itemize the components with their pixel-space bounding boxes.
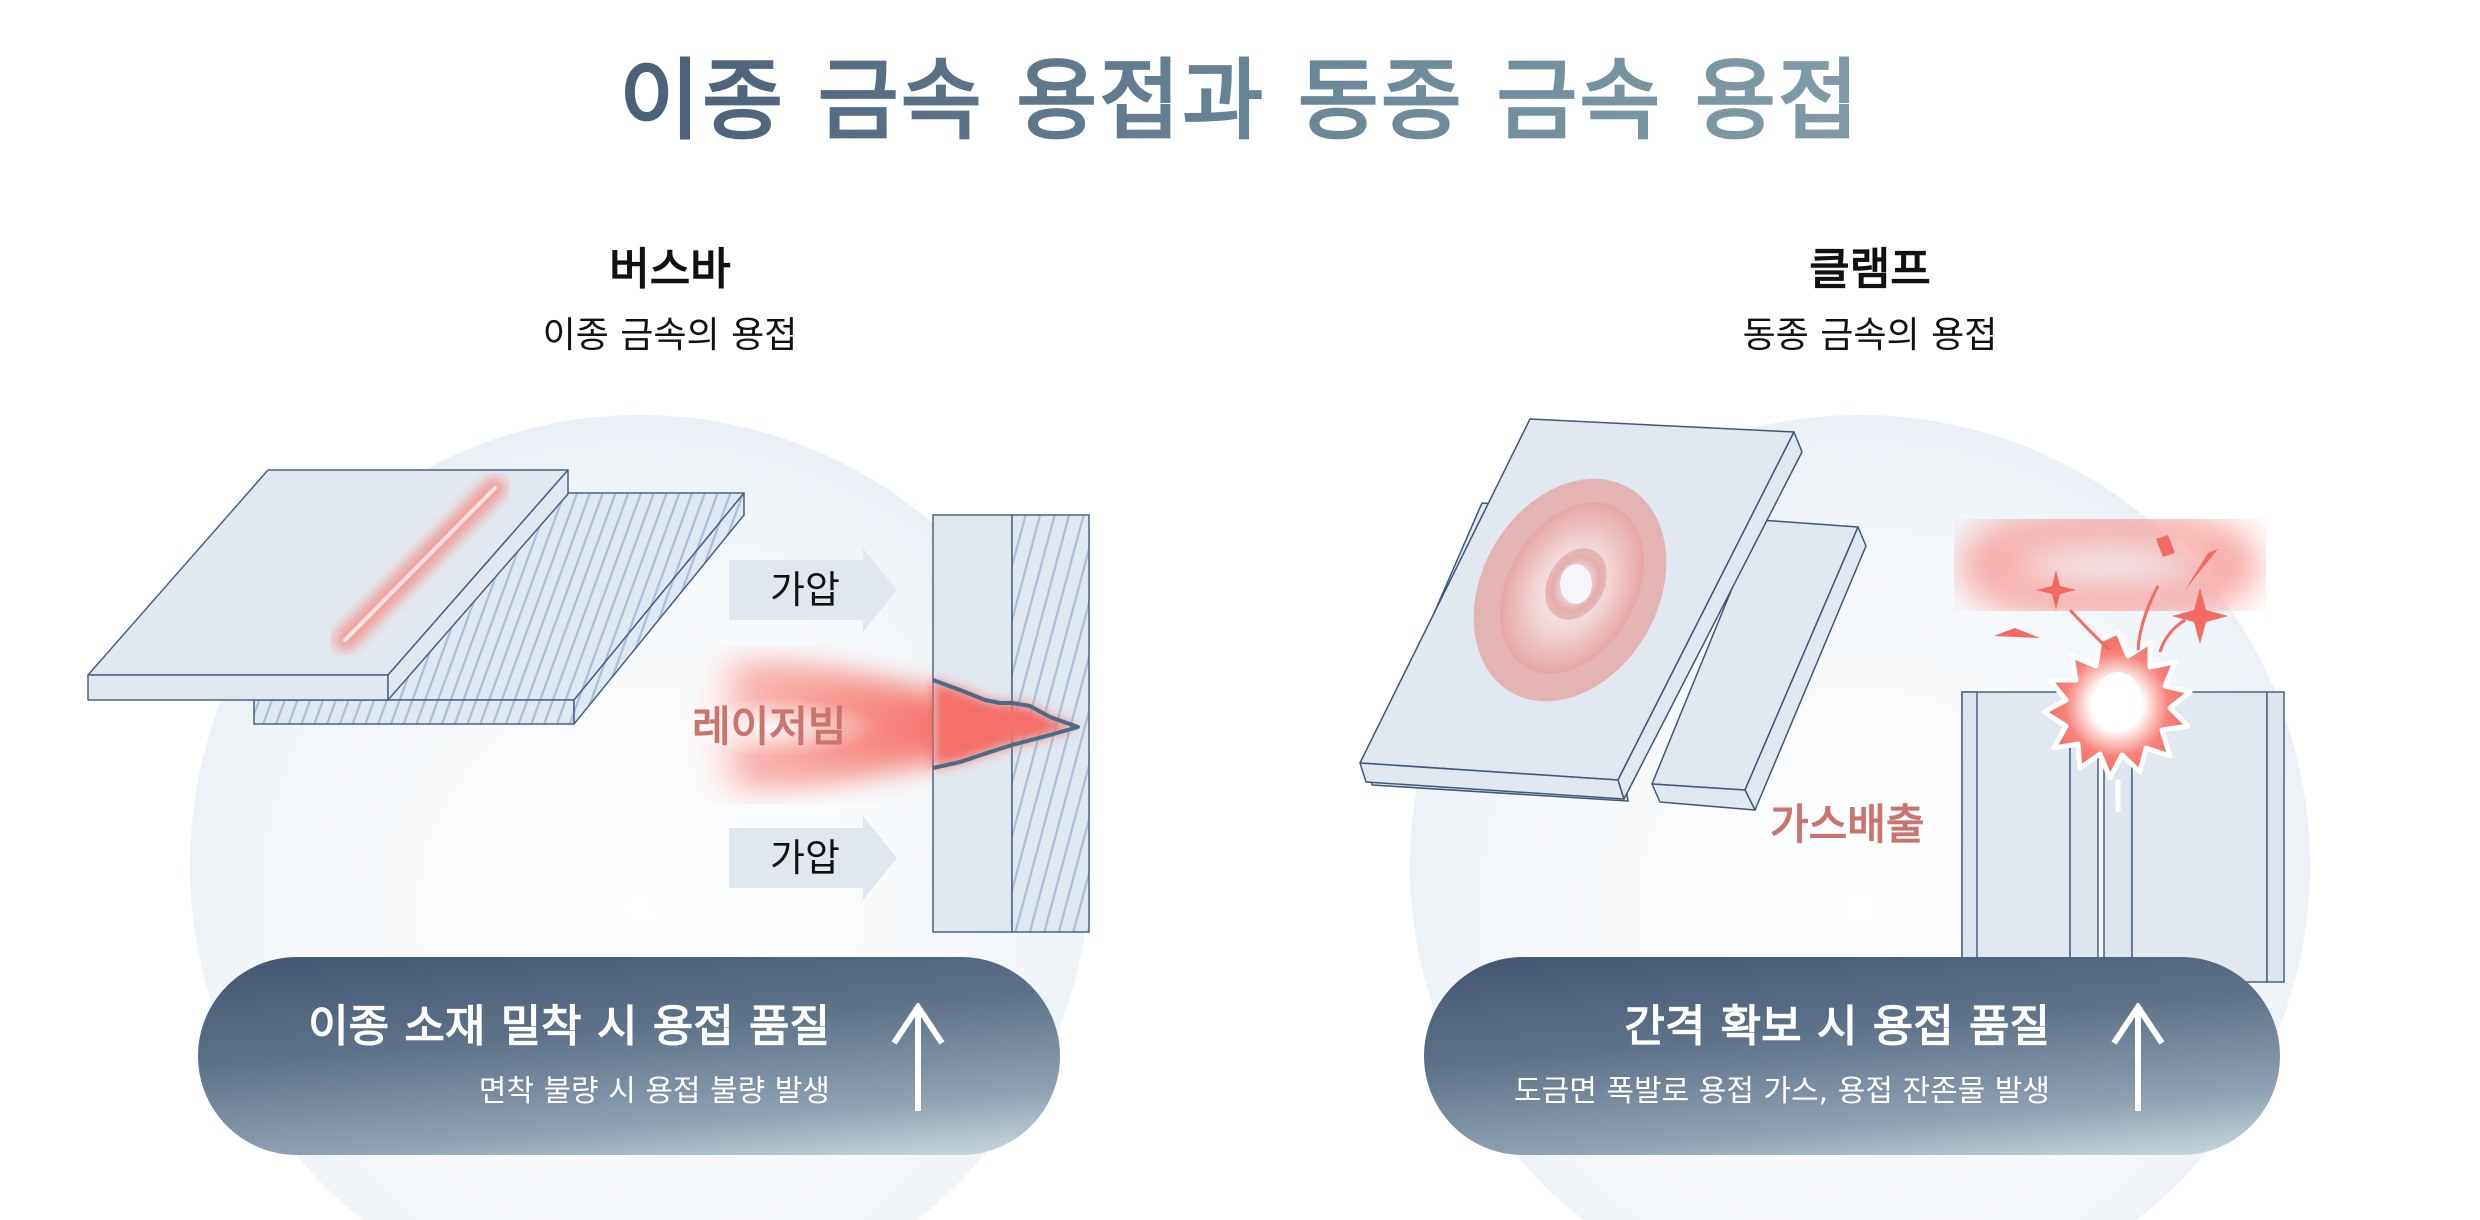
left-panel-header: 버스바 이종 금속의 용접 (370, 240, 970, 366)
left-panel-heading: 버스바 (609, 244, 731, 295)
left-result-banner: 이종 소재 밀착 시 용접 품질 면착 불량 시 용접 불량 발생 (198, 957, 1060, 1155)
left-result-sub-text: 면착 불량 시 용접 불량 발생 (478, 1074, 830, 1109)
left-panel-subheading: 이종 금속의 용접 (542, 315, 798, 356)
gas-cloud (1960, 507, 2260, 623)
laser-beam-label: 레이저빔 (692, 702, 847, 751)
busbar-plates (87, 469, 745, 725)
right-panel-header: 클램프 동종 금속의 용접 (1570, 240, 2170, 366)
pressure-arrows (729, 548, 897, 900)
laser-beam (690, 659, 1075, 791)
diamond-fragment-icon (2156, 535, 2175, 557)
right-result-banner: 간격 확보 시 용접 품질 도금면 폭발로 용접 가스, 용접 잔존물 발생 (1424, 957, 2280, 1155)
sparkle-icon (2172, 588, 2228, 644)
shard-fragment-icon (1994, 628, 2040, 638)
gas-emission-label: 가스배출 (1770, 800, 1925, 849)
pressure-arrow-label-bottom: 가압 (770, 836, 840, 880)
arrow-up-icon (891, 1003, 945, 1111)
sparkle-icon (2036, 570, 2076, 610)
right-result-sub-text: 도금면 폭발로 용접 가스, 용접 잔존물 발생 (1514, 1074, 2050, 1109)
right-panel-subheading: 동종 금속의 용접 (1742, 315, 1998, 356)
shard-fragment-icon (2185, 549, 2218, 590)
spark-particles (1994, 535, 2228, 653)
pressure-arrow-label-top: 가압 (770, 568, 840, 612)
right-panel-heading: 클램프 (1809, 244, 1931, 295)
busbar-cross-section (932, 514, 1090, 933)
explosion-burst-icon (2041, 629, 2193, 812)
right-result-main-text: 간격 확보 시 용접 품질 (1624, 1001, 2050, 1052)
arrow-up-icon (2111, 1003, 2165, 1111)
page-title: 이종 금속 용접과 동종 금속 용접 (619, 49, 1861, 152)
left-result-main-text: 이종 소재 밀착 시 용접 품질 (308, 1001, 830, 1052)
clamp-plates (1359, 418, 1867, 811)
